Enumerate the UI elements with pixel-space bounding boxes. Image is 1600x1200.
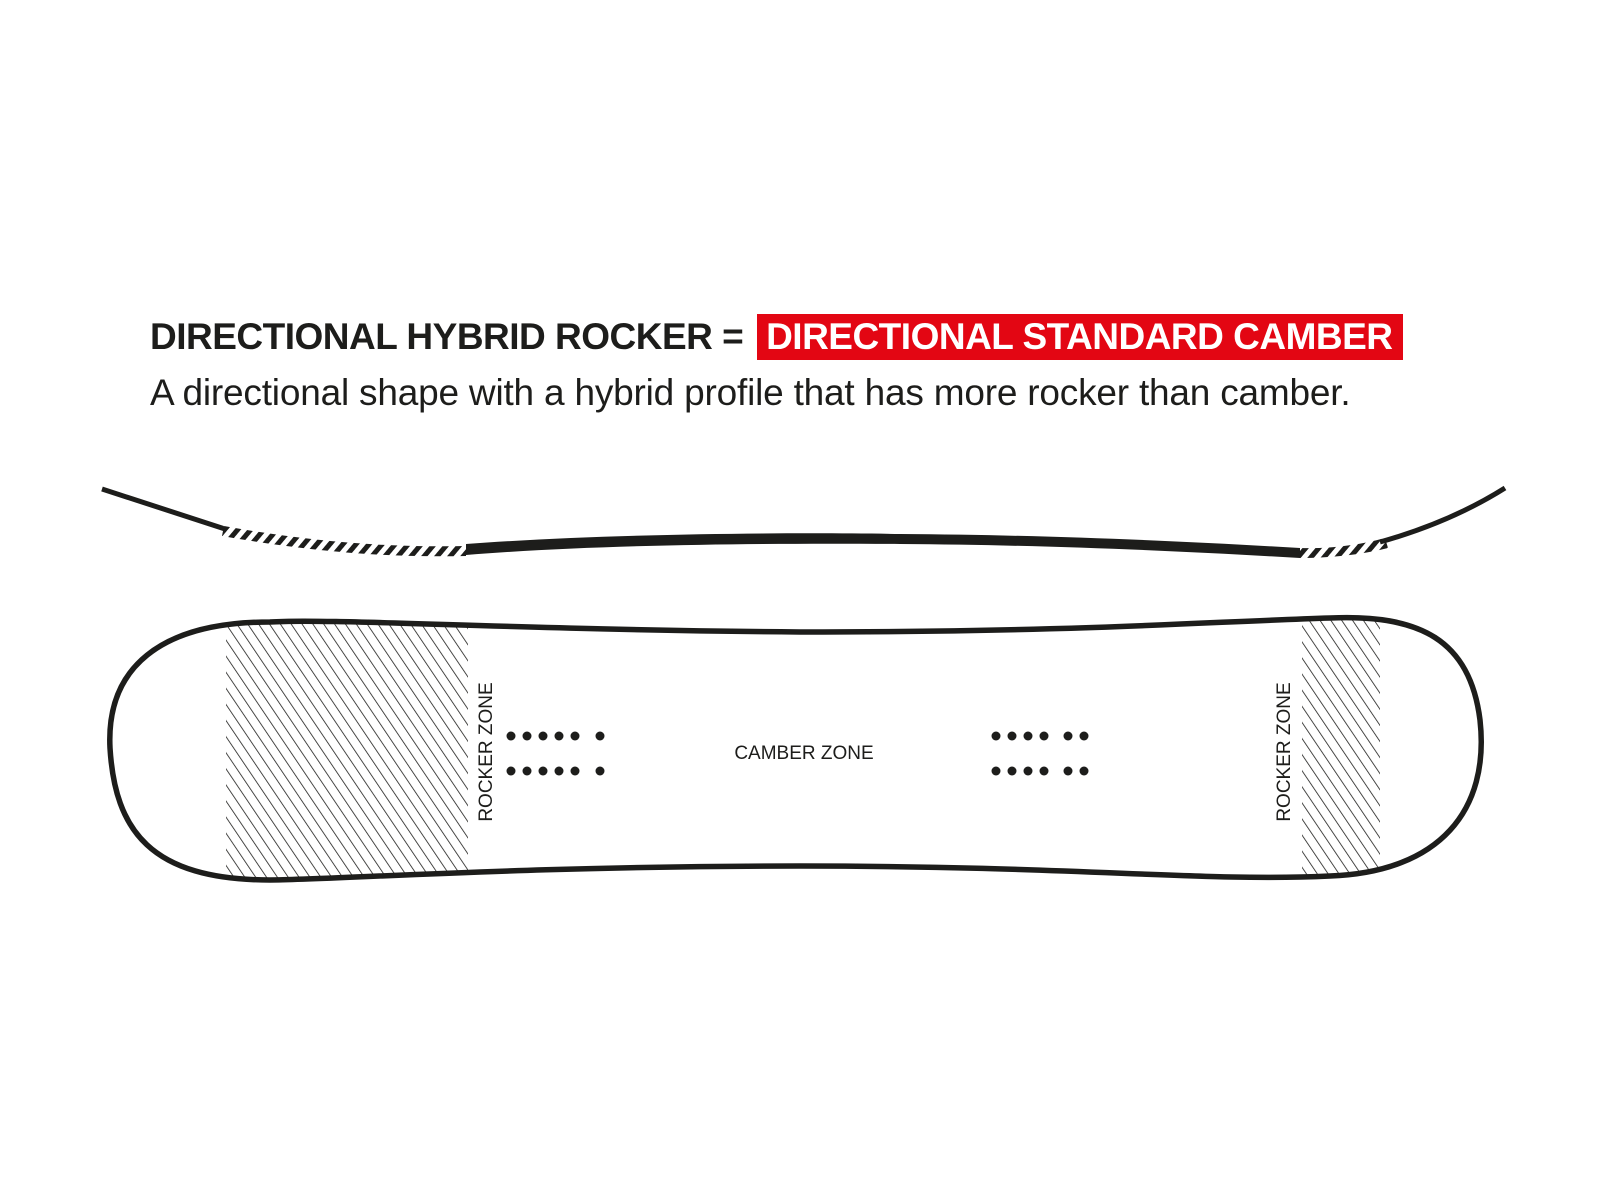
- insert-hole: [1039, 731, 1049, 741]
- insert-hole: [1063, 766, 1073, 776]
- rear-binding-inserts: [991, 731, 1089, 776]
- insert-hole: [522, 731, 532, 741]
- insert-hole: [1039, 766, 1049, 776]
- insert-hole: [1007, 766, 1017, 776]
- insert-hole: [1023, 731, 1033, 741]
- tail-rocker-zone-label: ROCKER ZONE: [1274, 682, 1295, 821]
- equivalent-profile-badge: DIRECTIONAL STANDARD CAMBER: [757, 314, 1403, 360]
- nose-rocker-segment: [222, 526, 466, 557]
- nose-tip-line: [101, 486, 226, 532]
- insert-hole: [506, 731, 516, 741]
- front-binding-inserts: [506, 731, 605, 776]
- insert-hole: [1079, 731, 1089, 741]
- camber-segment: [466, 533, 1300, 558]
- insert-hole: [1063, 731, 1073, 741]
- insert-hole: [522, 766, 532, 776]
- insert-hole: [1007, 731, 1017, 741]
- side-profile: [101, 485, 1507, 558]
- insert-hole: [595, 731, 605, 741]
- insert-hole: [991, 766, 1001, 776]
- board-outline: [107, 614, 1484, 883]
- insert-hole: [554, 766, 564, 776]
- insert-hole: [1079, 766, 1089, 776]
- nose-rocker-hatch: [226, 617, 468, 880]
- tail-tip-line: [1379, 485, 1507, 545]
- insert-hole: [506, 766, 516, 776]
- camber-zone-label: CAMBER ZONE: [734, 743, 873, 764]
- insert-hole: [991, 731, 1001, 741]
- insert-hole: [1023, 766, 1033, 776]
- insert-hole: [595, 766, 605, 776]
- tail-rocker-segment: [1300, 538, 1388, 558]
- insert-hole: [538, 766, 548, 776]
- insert-hole: [570, 766, 580, 776]
- insert-hole: [570, 731, 580, 741]
- profile-name: DIRECTIONAL HYBRID ROCKER =: [150, 316, 744, 357]
- profile-description: A directional shape with a hybrid profil…: [150, 372, 1351, 413]
- tail-rocker-hatch: [1302, 617, 1380, 880]
- insert-hole: [538, 731, 548, 741]
- insert-hole: [554, 731, 564, 741]
- profile-heading: DIRECTIONAL HYBRID ROCKER = DIRECTIONAL …: [150, 314, 1403, 360]
- board-top-view: ROCKER ZONE CAMBER ZONE ROCKER ZONE: [107, 614, 1484, 883]
- nose-rocker-zone-label: ROCKER ZONE: [476, 682, 497, 821]
